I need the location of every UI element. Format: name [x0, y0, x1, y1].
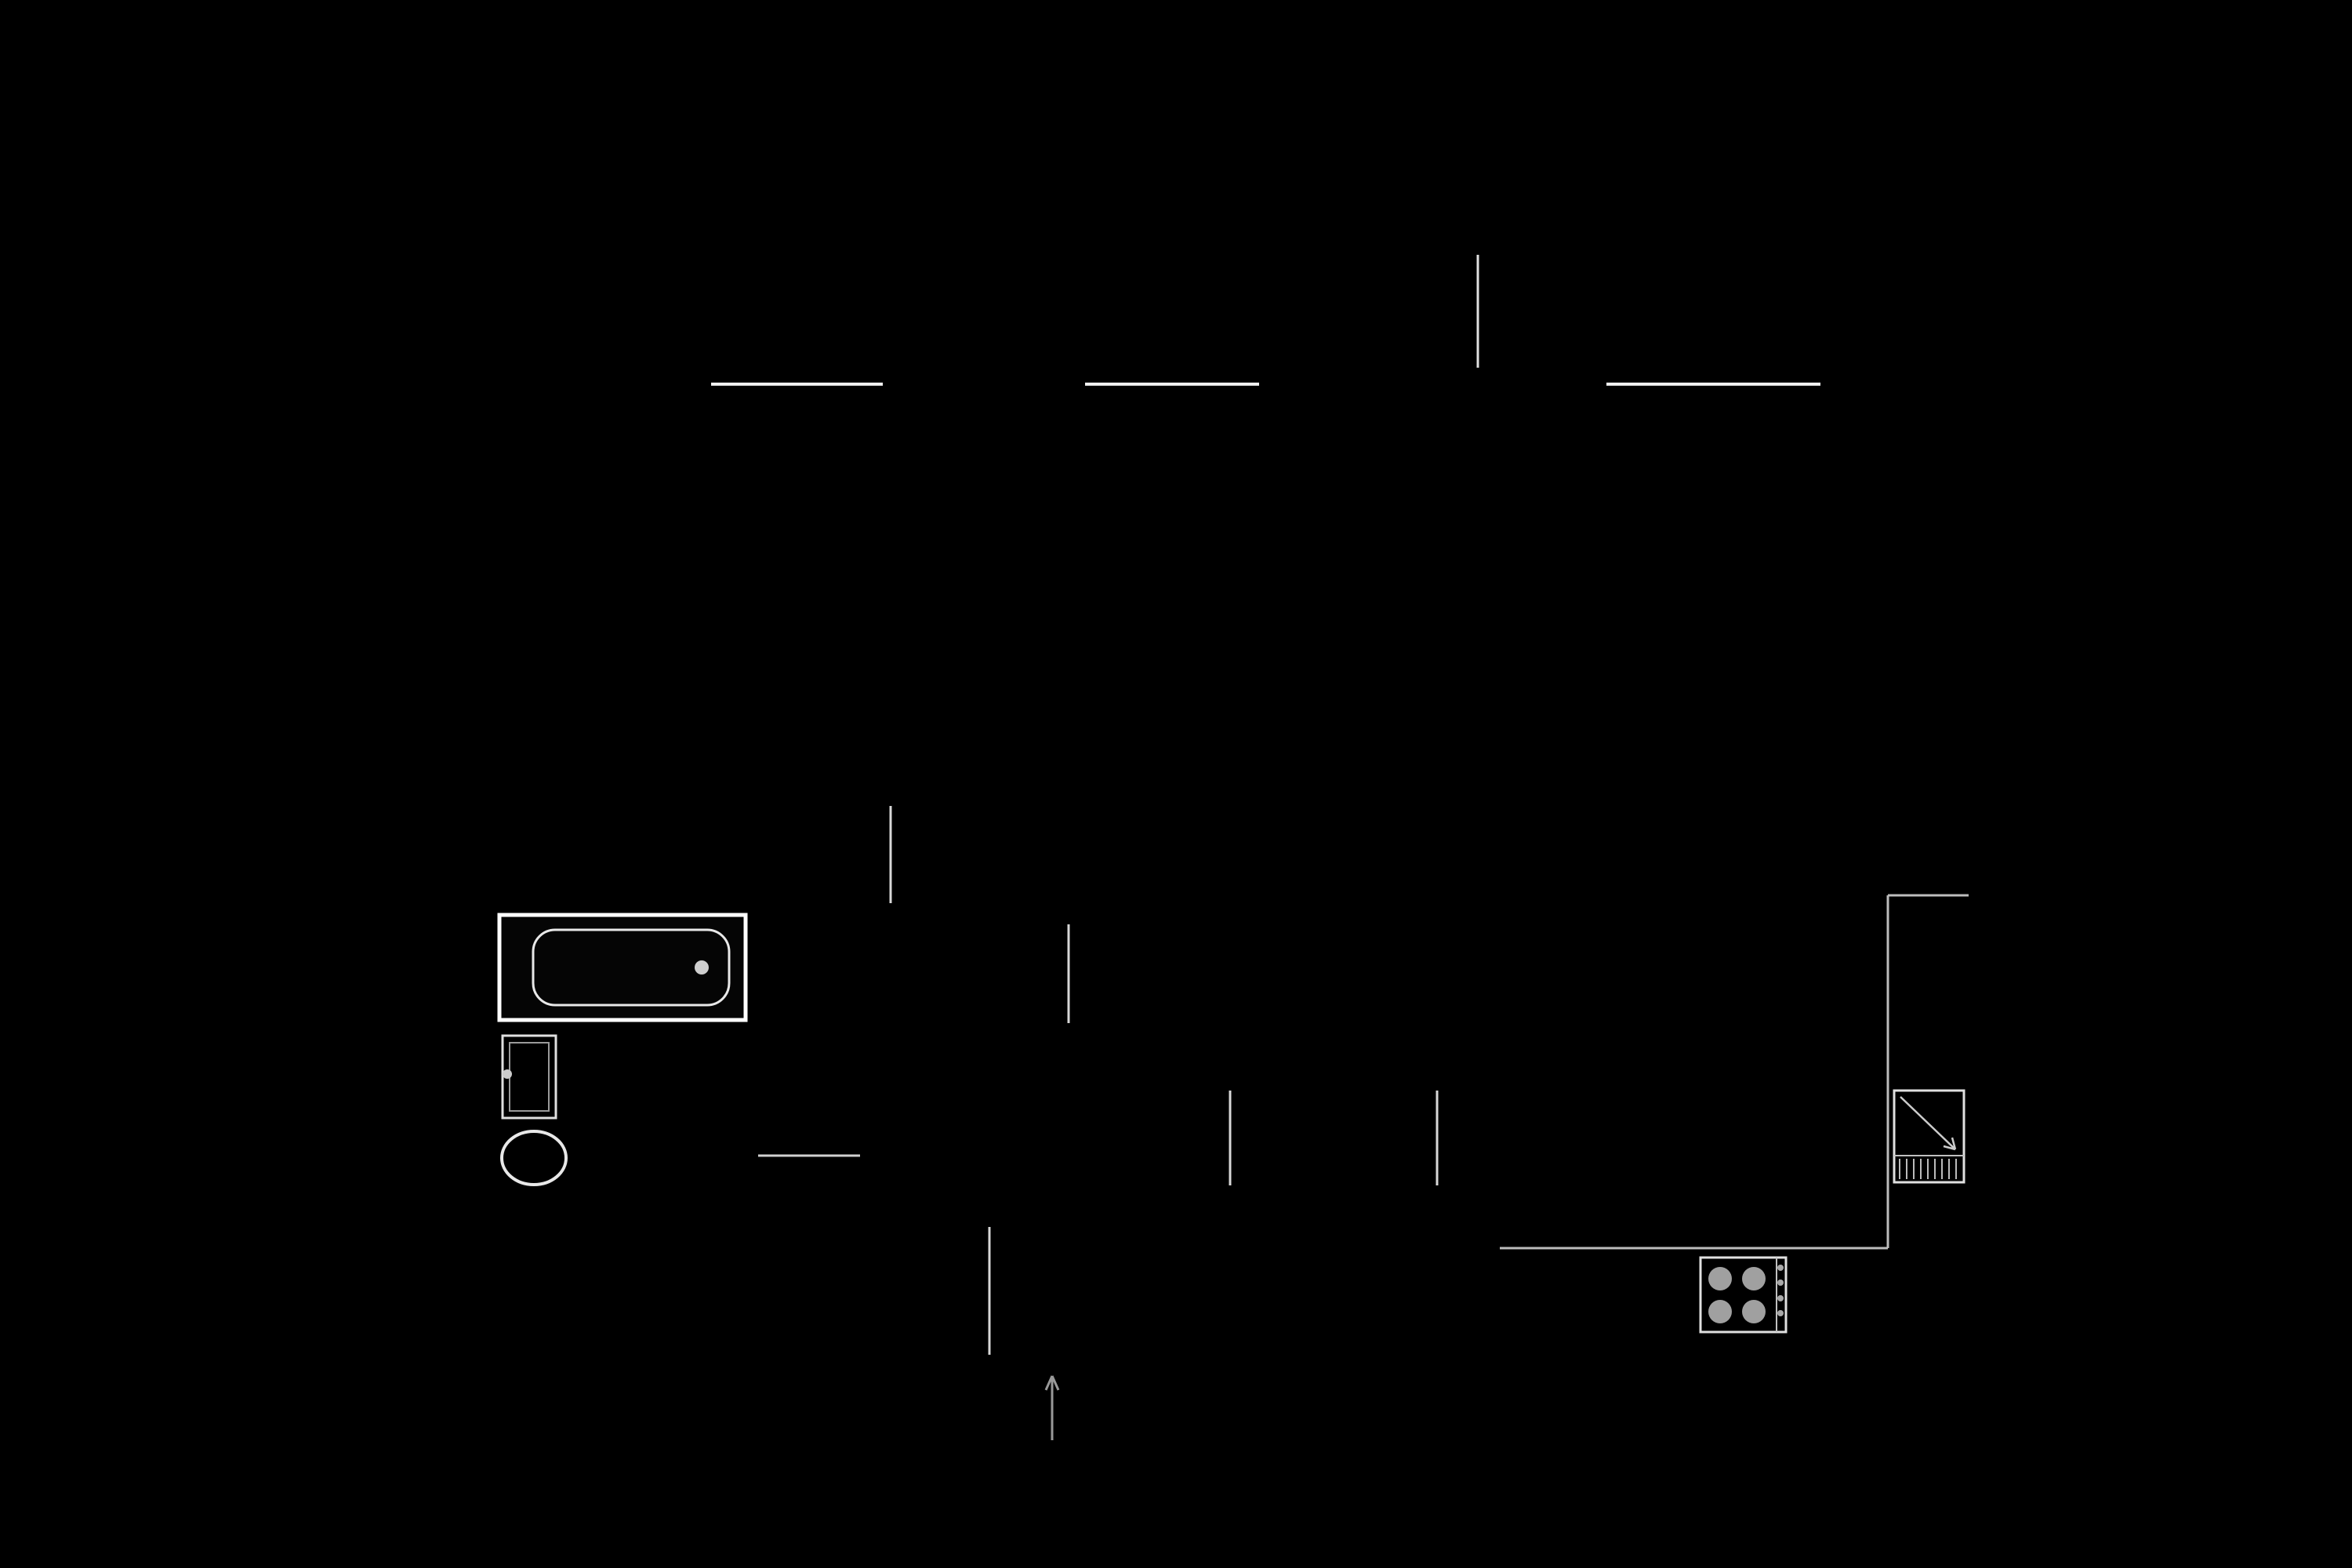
stove-burner-4: [1742, 1300, 1766, 1323]
stove-burner-3: [1708, 1300, 1732, 1323]
sink-outline: [501, 1034, 557, 1120]
stove-knob-4: [1777, 1310, 1784, 1316]
stove-outline: [1699, 1256, 1788, 1334]
shower-drain-arrow: [1900, 1096, 1957, 1151]
shower-outline: [1893, 1089, 1965, 1184]
sink-inner: [509, 1042, 550, 1112]
stove-knob-2: [1777, 1279, 1784, 1286]
bathtub-drain: [695, 960, 709, 975]
stove-knob-1: [1777, 1265, 1784, 1271]
entry-arrow: [1044, 1375, 1060, 1440]
shower-hatch: [1899, 1159, 1957, 1179]
stove-knob-3: [1777, 1295, 1784, 1301]
sink-knob: [503, 1069, 512, 1079]
toilet-bowl: [500, 1130, 568, 1186]
bathtub-inner: [532, 928, 731, 1007]
stove-burner-2: [1742, 1267, 1766, 1290]
stove-burner-1: [1708, 1267, 1732, 1290]
